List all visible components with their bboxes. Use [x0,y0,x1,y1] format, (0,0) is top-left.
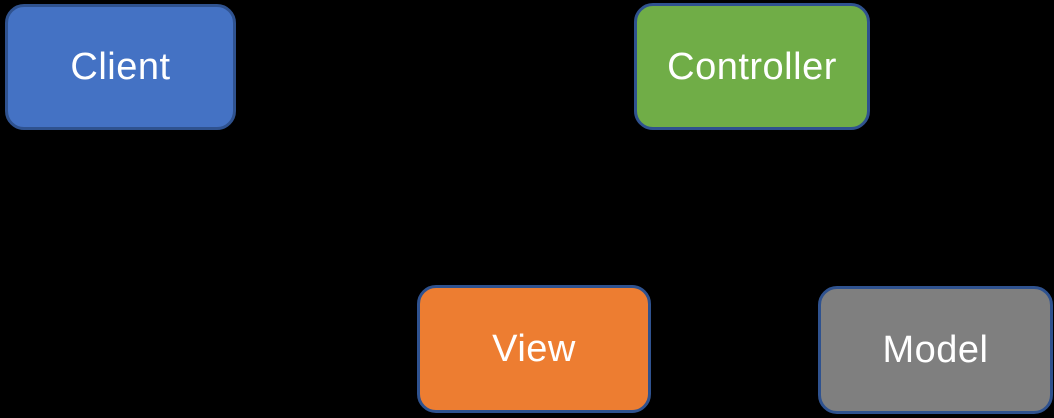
node-model: Model [818,286,1053,414]
node-controller: Controller [634,3,870,130]
node-client: Client [5,4,236,130]
node-view: View [417,285,651,413]
node-controller-label: Controller [667,45,837,88]
node-model-label: Model [882,329,989,371]
node-client-label: Client [70,46,171,88]
node-view-label: View [492,328,576,370]
